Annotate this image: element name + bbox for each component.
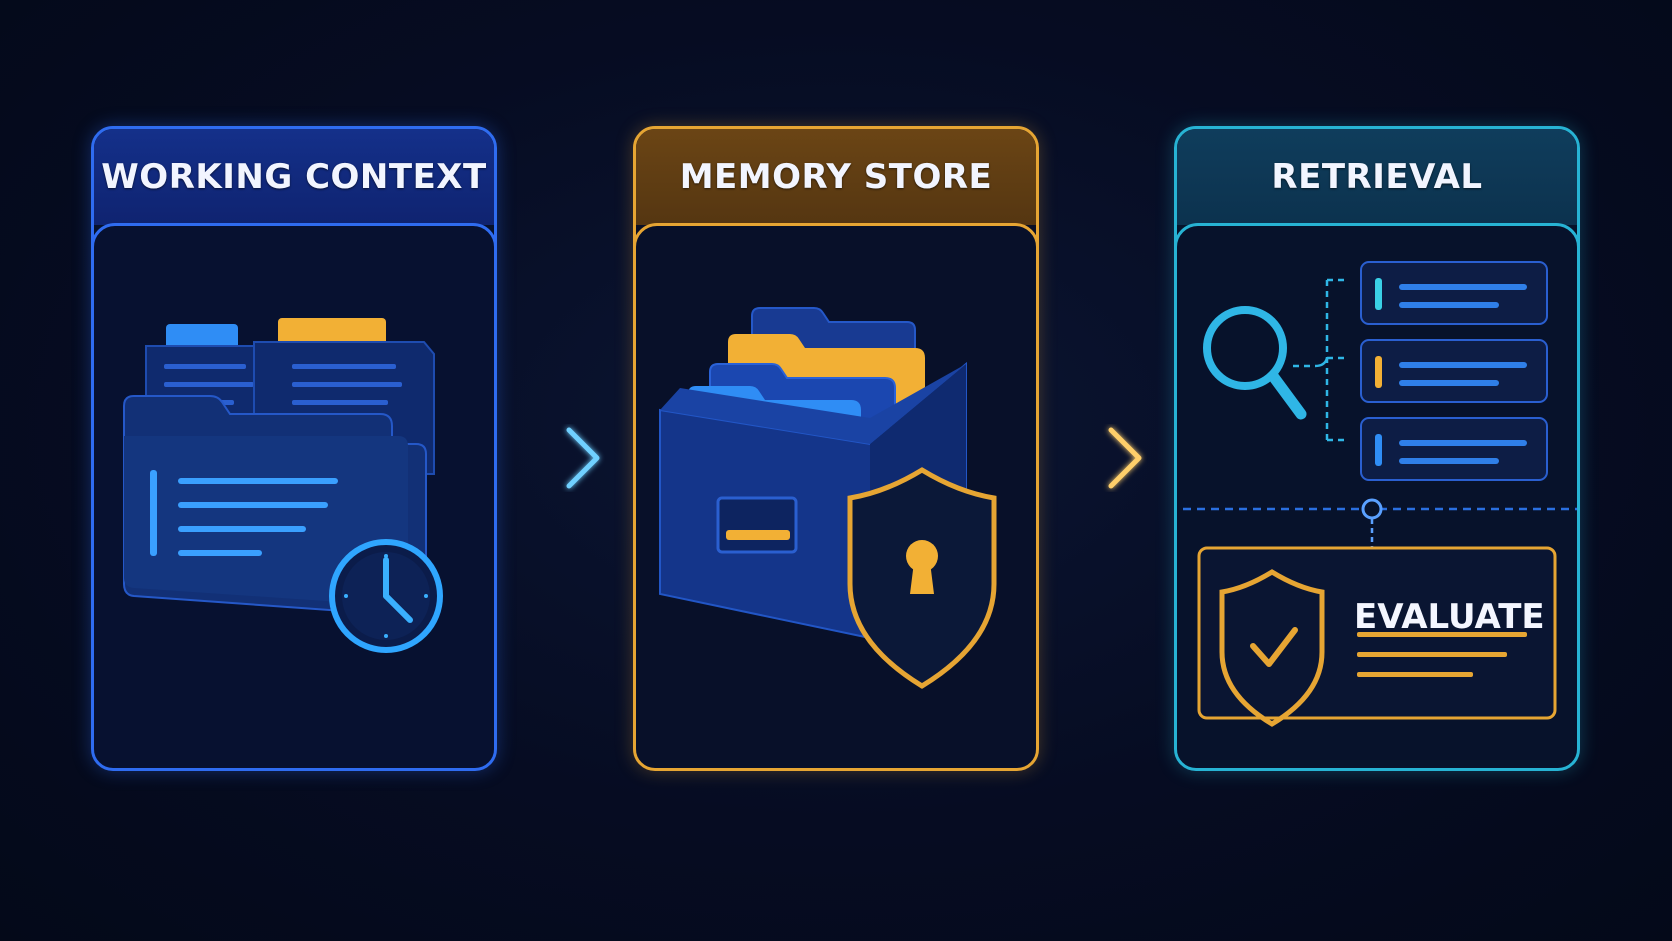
retrieval-panel: RETRIEVAL xyxy=(1174,126,1580,771)
magnifier-icon xyxy=(1203,306,1307,420)
result-list-icon xyxy=(1360,261,1548,481)
working-context-panel: WORKING CONTEXT xyxy=(91,126,497,771)
shield-lock-icon xyxy=(847,467,997,689)
clock-icon xyxy=(329,539,443,653)
arrow-right-icon xyxy=(1048,427,1142,489)
folder-stack-icon xyxy=(123,318,443,653)
panel-body xyxy=(636,223,1036,768)
panel-title: WORKING CONTEXT xyxy=(94,129,494,225)
panel-title: MEMORY STORE xyxy=(636,129,1036,225)
file-box-icon xyxy=(659,307,997,689)
panel-body xyxy=(1177,223,1577,768)
memory-store-panel: MEMORY STORE xyxy=(633,126,1039,771)
shield-check-icon xyxy=(1219,569,1325,727)
panel-body xyxy=(94,223,494,768)
arrow-right-icon xyxy=(506,427,600,489)
evaluate-label: EVALUATE xyxy=(1354,597,1545,637)
panel-title: RETRIEVAL xyxy=(1177,129,1577,225)
